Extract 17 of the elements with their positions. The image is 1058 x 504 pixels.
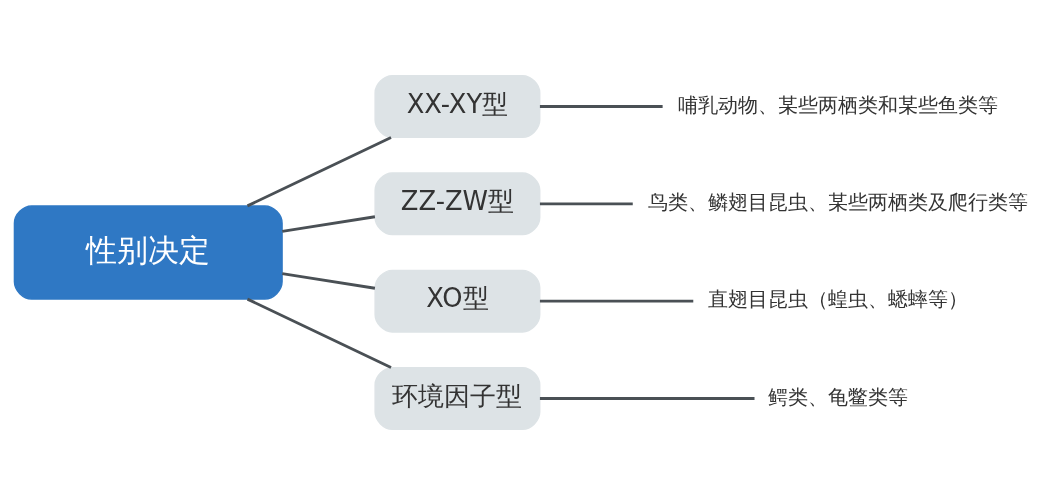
connector — [539, 299, 694, 303]
node-box: XX-XY型 — [374, 74, 541, 138]
node-text: 直翅目昆虫（蝗虫、蟋蟀等） — [708, 286, 969, 311]
connector — [539, 201, 633, 205]
connector — [282, 214, 376, 233]
node-text: 哺乳动物、某些两栖类和某些鱼类等 — [678, 92, 999, 117]
node-text: 鸟类、鳞翅目昆虫、某些两栖类及爬行类等 — [648, 189, 1029, 214]
node-text: 鳄类、龟鳖类等 — [768, 384, 909, 409]
connector — [539, 396, 755, 400]
connector — [539, 104, 663, 108]
node-box: 环境因子型 — [374, 366, 541, 430]
connector — [246, 135, 392, 207]
node-box: 性别决定 — [13, 204, 283, 300]
connector — [246, 297, 392, 369]
node-box: XO型 — [374, 269, 541, 333]
connector — [282, 271, 376, 290]
node-box: ZZ-ZW型 — [374, 171, 541, 235]
